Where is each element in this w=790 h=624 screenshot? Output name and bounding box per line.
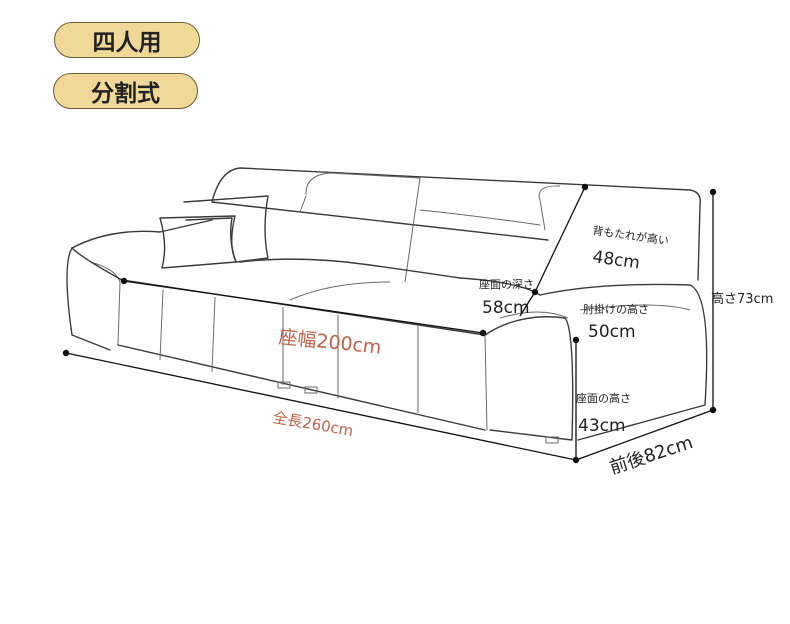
back-height-value: 48cm — [591, 247, 641, 273]
armrest-height-value: 50cm — [588, 322, 636, 342]
sofa-type-badge: 分割式 — [53, 73, 198, 109]
seat-depth-label: 座面の深さ — [479, 277, 534, 291]
seat-count-badge: 四人用 — [54, 22, 200, 58]
seat-depth-value: 58cm — [482, 298, 530, 318]
total-height-label: 高さ73cm — [711, 291, 773, 307]
armrest-height-label: 肘掛けの高さ — [583, 302, 649, 316]
seat-width-label: 座幅200cm — [277, 326, 382, 359]
seat-height-label: 座面の高さ — [576, 391, 631, 405]
total-length-label: 全長260cm — [271, 408, 354, 440]
depth-label: 前後82cm — [607, 432, 696, 479]
back-height-label: 背もたれが高い — [592, 223, 670, 248]
dimension-lines — [62, 183, 717, 464]
seat-height-value: 43cm — [578, 416, 626, 436]
